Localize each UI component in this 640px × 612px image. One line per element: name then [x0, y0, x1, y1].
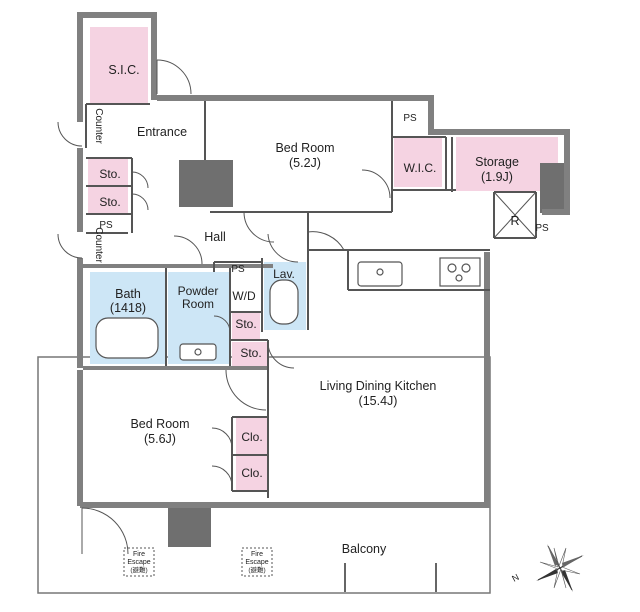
label-refrigerator: R — [510, 214, 519, 228]
sto-fill-3 — [232, 342, 268, 368]
svg-text:Escape: Escape — [127, 559, 150, 566]
sic-fill — [90, 27, 148, 103]
label-bath-size: (1418) — [110, 301, 146, 315]
label-entrance: Entrance — [137, 125, 187, 139]
label-living: Living Dining Kitchen — [320, 379, 437, 393]
label-bed-room-2-size: (5.6J) — [144, 432, 176, 446]
label-wd: W/D — [232, 289, 256, 303]
svg-text:Fire: Fire — [251, 551, 263, 558]
fire-escape-1: Fire Escape (避難) — [123, 547, 155, 577]
label-clo-1: Clo. — [241, 430, 262, 444]
door-swings — [57, 59, 391, 555]
label-clo-2: Clo. — [241, 466, 262, 480]
sto-fill-2 — [232, 312, 260, 340]
label-bath: Bath — [115, 287, 141, 301]
label-bed-room-1-size: (5.2J) — [289, 156, 321, 170]
compass-icon: N — [510, 544, 584, 592]
label-ps-3: PS — [99, 220, 113, 231]
stove — [439, 257, 481, 287]
kitchen-sink — [357, 261, 403, 287]
basin — [179, 343, 217, 361]
label-sto-4: Sto. — [240, 346, 261, 360]
label-balcony: Balcony — [342, 542, 387, 556]
label-sto-2: Sto. — [99, 195, 120, 209]
label-storage-size: (1.9J) — [481, 170, 513, 184]
label-living-size: (15.4J) — [359, 394, 398, 408]
label-bed-room-2: Bed Room — [130, 417, 189, 431]
label-counter-1: Counter — [93, 108, 104, 144]
compass-north-label: N — [510, 572, 520, 584]
label-counter-2: Counter — [93, 227, 104, 263]
label-bed-room-1: Bed Room — [275, 141, 334, 155]
label-ps-2: PS — [535, 223, 549, 234]
label-powder-1: Powder — [178, 284, 219, 298]
svg-text:Escape: Escape — [245, 559, 268, 566]
walls — [77, 12, 570, 508]
partitions — [85, 101, 537, 498]
svg-text:(避難): (避難) — [248, 565, 265, 574]
label-lav: Lav. — [273, 267, 295, 281]
fixtures — [95, 257, 481, 361]
label-ps-4: PS — [231, 264, 245, 275]
label-hall: Hall — [204, 230, 226, 244]
bathtub — [95, 317, 159, 359]
label-sic: S.I.C. — [108, 63, 139, 77]
wic-fill — [394, 137, 442, 187]
toilet — [269, 279, 299, 325]
fire-escape-2: Fire Escape (避難) — [241, 547, 273, 577]
label-powder-2: Room — [182, 297, 214, 311]
label-sto-1: Sto. — [99, 167, 120, 181]
structural-columns — [168, 160, 566, 547]
svg-text:Fire: Fire — [133, 551, 145, 558]
label-storage: Storage — [475, 155, 519, 169]
label-wic: W.I.C. — [404, 161, 437, 175]
label-ps-1: PS — [403, 113, 417, 124]
svg-text:(避難): (避難) — [130, 565, 147, 574]
label-sto-3: Sto. — [235, 317, 256, 331]
